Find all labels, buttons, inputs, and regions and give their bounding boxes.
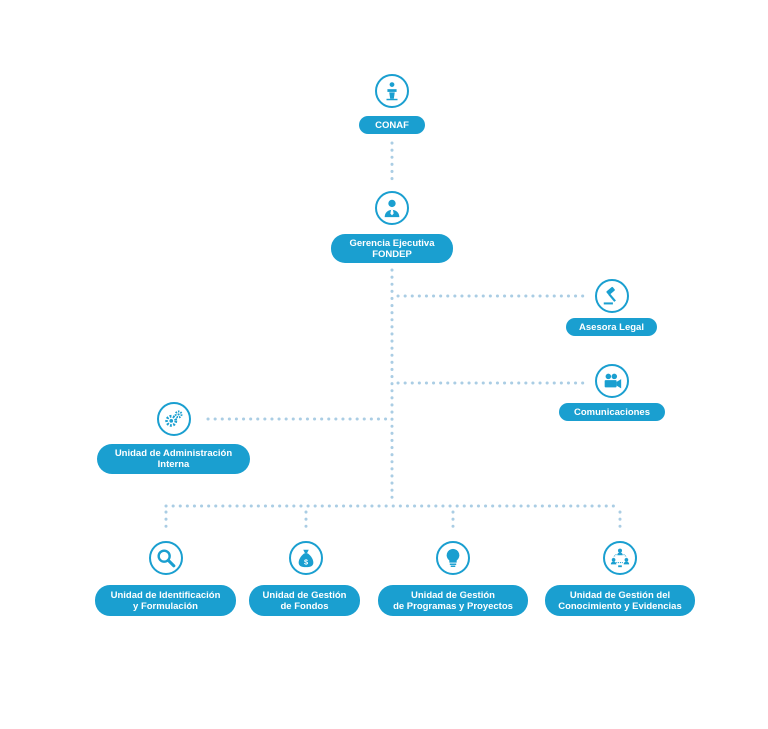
lightbulb-icon [436, 541, 470, 575]
node-conaf-label: CONAF [375, 119, 409, 131]
node-gerencia-line2: FONDEP [372, 248, 412, 260]
node-identificacion-line2: y Formulación [133, 600, 198, 612]
node-identificacion-line1: Unidad de Identificación [110, 589, 221, 601]
node-asesora-legal[interactable]: Asesora Legal [566, 318, 657, 336]
node-conaf[interactable]: CONAF [359, 116, 425, 134]
node-administracion-line2: Interna [157, 459, 190, 470]
node-programas-line2: de Programas y Proyectos [393, 600, 513, 612]
node-conocimiento[interactable]: Unidad de Gestión del Conocimiento y Evi… [545, 585, 695, 616]
node-administracion[interactable]: Unidad de Administración Interna [97, 444, 250, 474]
node-conocimiento-line2: Conocimiento y Evidencias [558, 600, 682, 612]
node-programas-line1: Unidad de Gestión [411, 589, 495, 601]
manager-icon [375, 191, 409, 225]
node-asesora-label: Asesora Legal [579, 321, 644, 333]
money-bag-icon: $ [289, 541, 323, 575]
node-conocimiento-line1: Unidad de Gestión del [569, 589, 671, 601]
node-identificacion[interactable]: Unidad de Identificación y Formulación [95, 585, 236, 616]
node-fondos-line1: Unidad de Gestión [262, 589, 347, 601]
node-fondos[interactable]: Unidad de Gestión de Fondos [249, 585, 360, 616]
node-gerencia[interactable]: Gerencia Ejecutiva FONDEP [331, 234, 453, 263]
node-programas[interactable]: Unidad de Gestión de Programas y Proyect… [378, 585, 528, 616]
node-administracion-line1: Unidad de Administración [114, 448, 233, 459]
speaker-podium-icon [375, 74, 409, 108]
gavel-icon [595, 279, 629, 313]
video-camera-icon [595, 364, 629, 398]
node-gerencia-line1: Gerencia Ejecutiva [349, 237, 435, 249]
node-fondos-line2: de Fondos [280, 600, 329, 612]
magnifier-icon [149, 541, 183, 575]
node-comunicaciones[interactable]: Comunicaciones [559, 403, 665, 421]
svg-text:$: $ [304, 557, 308, 566]
gears-icon [157, 402, 191, 436]
network-people-icon [603, 541, 637, 575]
node-comunicaciones-label: Comunicaciones [573, 406, 651, 418]
